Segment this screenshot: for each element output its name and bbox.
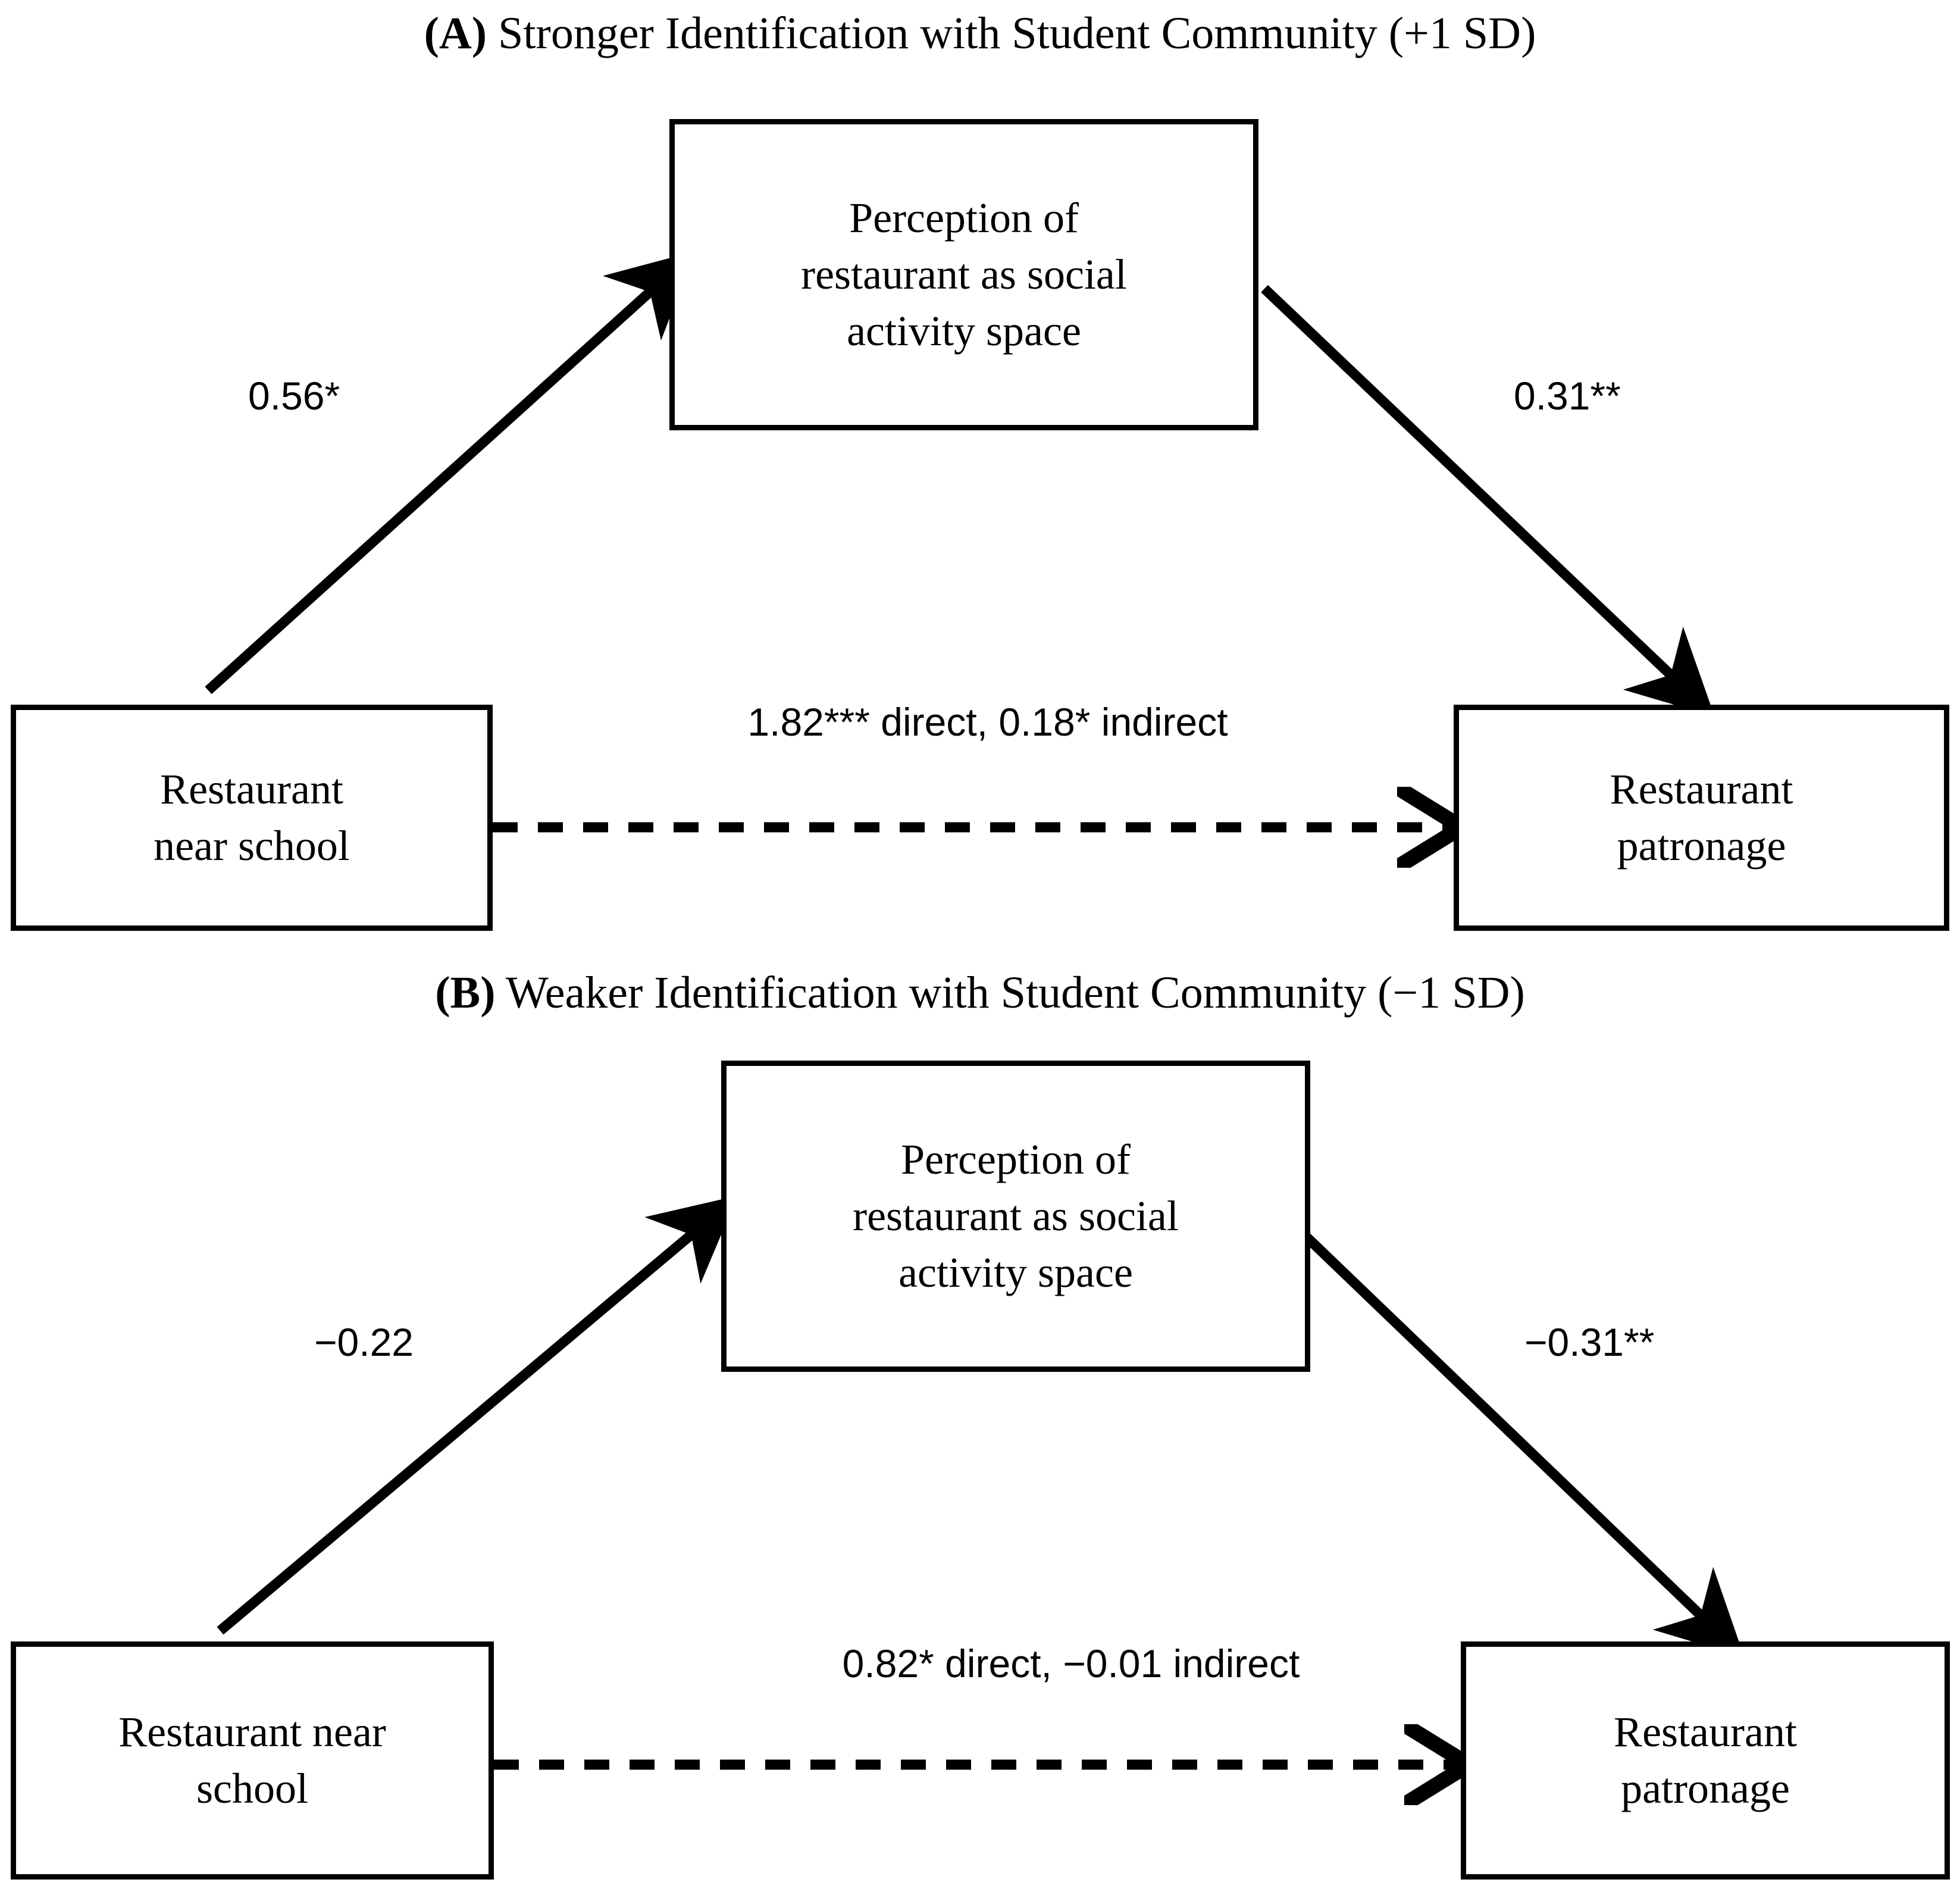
panel-a-node-mediator: Perception of restaurant as social activ…: [669, 119, 1258, 430]
panel-b-label-b-path: −0.31**: [1524, 1320, 1655, 1364]
panel-b-mediator-line-3: activity space: [898, 1249, 1133, 1297]
panel-a-title-letter: (A): [424, 8, 487, 58]
panel-a-arrow-b-path: [1261, 284, 1715, 717]
panel-a-outcome-line-1: Restaurant: [1610, 765, 1793, 813]
panel-b-arrow-a-path: [217, 1196, 738, 1635]
panel-b-predictor-line-1: Restaurant near: [118, 1708, 386, 1756]
panel-a-mediator-line-1: Perception of: [849, 193, 1079, 242]
panel-a-mediator-line-2: restaurant as social: [801, 250, 1127, 298]
panel-b-predictor-line-2: school: [196, 1765, 308, 1812]
panel-a-outcome-line-2: patronage: [1617, 822, 1786, 870]
panel-a-label-a-path: 0.56*: [248, 374, 340, 418]
panel-b-mediator-line-2: restaurant as social: [853, 1192, 1179, 1240]
panel-a-label-b-path: 0.31**: [1514, 374, 1621, 418]
panel-b-title-text: Weaker Identification with Student Commu…: [495, 968, 1525, 1018]
panel-b-node-outcome: Restaurant patronage: [1461, 1641, 1950, 1880]
panel-a-title-text: Stronger Identification with Student Com…: [487, 8, 1536, 58]
panel-b-arrow-b-path: [1297, 1227, 1745, 1658]
panel-a-label-c-path: 1.82*** direct, 0.18* indirect: [747, 700, 1228, 744]
panel-b-outcome-line-2: patronage: [1621, 1765, 1790, 1812]
panel-a-mediator-line-3: activity space: [847, 307, 1081, 355]
panel-a-arrow-a-path: [205, 251, 696, 695]
panel-a-predictor-line-1: Restaurant: [160, 765, 343, 813]
panel-b-label-a-path: −0.22: [314, 1320, 414, 1364]
panel-b-label-c-path: 0.82* direct, −0.01 indirect: [842, 1641, 1300, 1686]
panel-a-node-outcome: Restaurant patronage: [1454, 705, 1949, 931]
panel-b-node-predictor: Restaurant near school: [11, 1641, 494, 1880]
panel-b-mediator-line-1: Perception of: [901, 1135, 1131, 1183]
panel-b-outcome-line-1: Restaurant: [1614, 1708, 1797, 1756]
panel-b-title: (B) Weaker Identification with Student C…: [0, 970, 1960, 1015]
panel-b-node-mediator: Perception of restaurant as social activ…: [721, 1061, 1310, 1372]
panel-a-predictor-line-2: near school: [154, 822, 350, 870]
panel-a-node-predictor: Restaurant near school: [11, 705, 493, 931]
panel-a-title: (A) Stronger Identification with Student…: [0, 11, 1960, 56]
panel-b-title-letter: (B): [435, 968, 496, 1018]
